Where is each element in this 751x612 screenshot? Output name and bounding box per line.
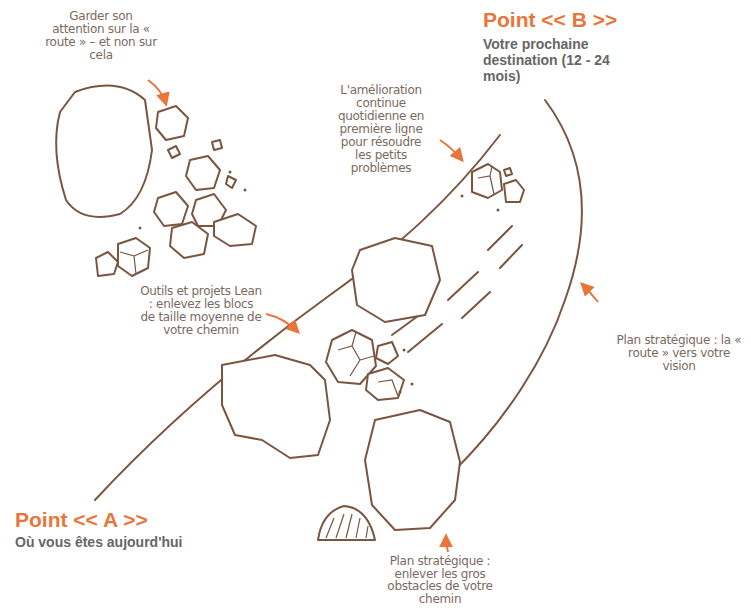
origin-subtitle: Où vous êtes aujourd'hui [15, 534, 235, 550]
pebble [461, 195, 464, 198]
origin-heading: Point << A >> [15, 508, 148, 532]
callout-label: Plan stratégique : enlever les gros obst… [378, 555, 502, 605]
note-label: Garder son attention sur la « route » – … [42, 10, 160, 62]
lane-mark [448, 272, 478, 300]
pointer-arrow [446, 536, 448, 552]
rock [472, 164, 502, 198]
rock [168, 146, 180, 158]
pebble [411, 383, 414, 386]
rock [170, 222, 208, 258]
callout-label: Outils et projets Lean : enlevez les blo… [140, 285, 262, 337]
road-edge [455, 100, 582, 470]
rock [366, 368, 404, 400]
rock [156, 106, 188, 140]
pebble [139, 227, 142, 230]
rock [352, 238, 440, 322]
rock [56, 86, 152, 217]
lane-mark [462, 292, 490, 318]
pebble [229, 171, 232, 174]
rock [56, 86, 524, 540]
lane-mark [500, 245, 522, 268]
pebble [403, 349, 406, 352]
pointer-arrow [440, 140, 462, 160]
rock-facet [378, 380, 398, 396]
destination-heading: Point << B >> [483, 8, 617, 32]
rock-facet [338, 332, 374, 376]
pointer-arrow [266, 314, 298, 332]
lane-mark [488, 226, 512, 250]
rock [96, 252, 118, 276]
rock [214, 214, 256, 246]
rock [222, 355, 330, 458]
pointer-arrow [148, 80, 166, 104]
pebble [139, 171, 500, 394]
rock [365, 410, 460, 530]
rock [186, 156, 220, 190]
rock [118, 238, 150, 276]
rock [154, 192, 188, 226]
rock-facet [120, 250, 148, 274]
callout-label: L'amélioration continue quotidienne en p… [335, 84, 427, 175]
callout-label: Plan stratégique : la « route » vers vot… [615, 334, 743, 373]
rock [318, 506, 375, 540]
rock [376, 342, 398, 364]
rock [504, 168, 512, 176]
destination-subtitle: Votre prochaine destination (12 - 24 moi… [483, 36, 633, 84]
road-edge [95, 100, 582, 500]
rock-facet [326, 514, 368, 538]
rock-facet [120, 166, 494, 538]
lane-mark [408, 324, 442, 352]
rock [504, 180, 524, 202]
rock-facet [478, 166, 494, 194]
rock [226, 176, 236, 188]
rock [212, 140, 222, 150]
pebble [497, 209, 500, 212]
pebble [399, 391, 402, 394]
pebble [244, 189, 247, 192]
pointer-arrow [582, 284, 598, 302]
